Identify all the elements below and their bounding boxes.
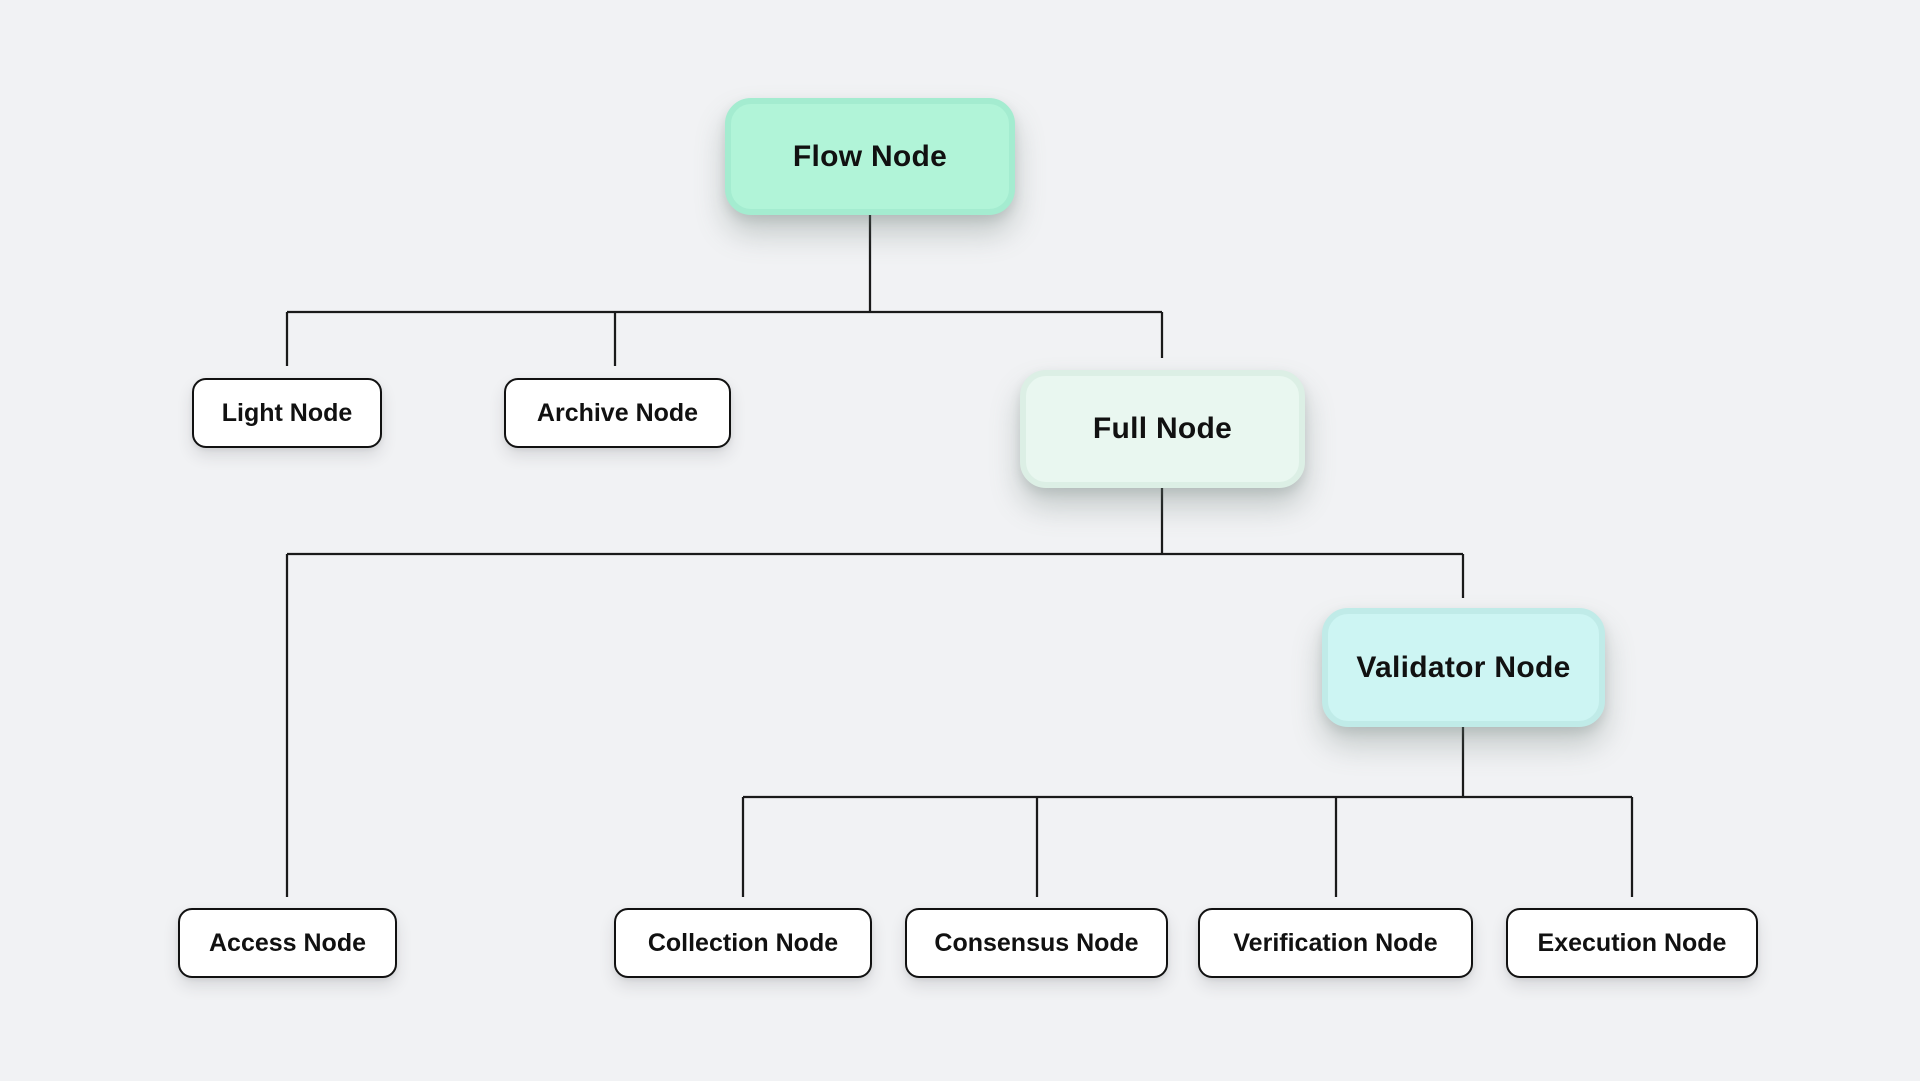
node-consensus: Consensus Node bbox=[905, 908, 1168, 978]
node-flow-label: Flow Node bbox=[792, 139, 948, 173]
node-validator-label: Validator Node bbox=[1356, 650, 1571, 684]
node-flow: Flow Node bbox=[725, 98, 1015, 215]
node-execution-label: Execution Node bbox=[1537, 928, 1727, 957]
node-access-label: Access Node bbox=[208, 928, 367, 957]
node-access: Access Node bbox=[178, 908, 397, 978]
node-archive-label: Archive Node bbox=[536, 398, 699, 427]
node-archive: Archive Node bbox=[504, 378, 731, 448]
node-consensus-label: Consensus Node bbox=[934, 928, 1139, 957]
node-verification: Verification Node bbox=[1198, 908, 1473, 978]
node-validator: Validator Node bbox=[1322, 608, 1605, 727]
node-collection-label: Collection Node bbox=[647, 928, 839, 957]
node-light-label: Light Node bbox=[221, 398, 353, 427]
node-collection: Collection Node bbox=[614, 908, 872, 978]
node-light: Light Node bbox=[192, 378, 382, 448]
node-verification-label: Verification Node bbox=[1233, 928, 1438, 957]
node-full: Full Node bbox=[1020, 370, 1305, 488]
node-execution: Execution Node bbox=[1506, 908, 1758, 978]
node-full-label: Full Node bbox=[1092, 412, 1233, 445]
